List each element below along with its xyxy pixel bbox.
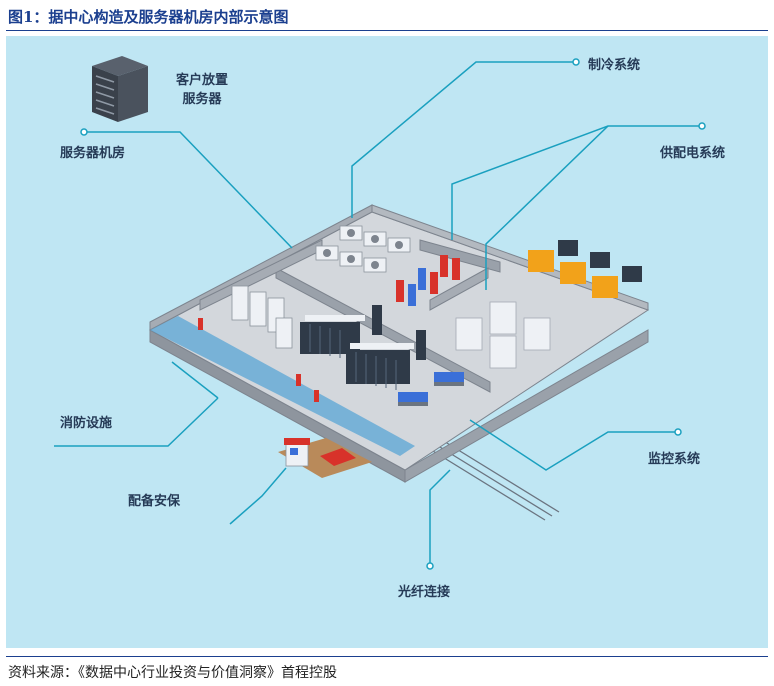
label-cooling-system: 制冷系统 [588, 58, 641, 73]
walkway [150, 316, 415, 456]
label-power-supply-system: 供配电系统 [660, 146, 726, 161]
callout-cooling [351, 61, 576, 218]
callout-server-room [84, 131, 293, 249]
source-divider [6, 656, 768, 657]
label-security: 配备安保 [128, 494, 181, 509]
building [148, 204, 650, 483]
label-server-room: 服务器机房 [60, 146, 126, 161]
fire-extinguishers [198, 318, 319, 402]
callout-security [229, 467, 287, 525]
callout-fire-1 [54, 397, 219, 447]
server-cage [231, 285, 293, 349]
callout-fire-2 [171, 361, 219, 399]
rack-stripes [309, 324, 397, 390]
label-customer-servers-line1: 客户放置 [176, 73, 229, 88]
security-booth [278, 438, 372, 478]
cooling-fans [323, 229, 403, 269]
callout-lines [54, 61, 702, 566]
callout-monitoring [469, 419, 678, 471]
label-monitoring-system: 监控系统 [648, 452, 701, 467]
callout-fiber [429, 469, 451, 566]
callout-power-1 [451, 125, 702, 240]
label-customer-servers-line2: 服务器 [182, 92, 222, 107]
callout-power-2 [485, 125, 609, 290]
server-tower-icon [92, 56, 148, 122]
figure-title: 图1：据中心构造及服务器机房内部示意图 [8, 8, 289, 26]
power-cabinets [396, 255, 460, 306]
callout-dots [80, 58, 706, 570]
monitoring-consoles [398, 372, 464, 406]
source-note: 资料来源：《数据中心行业投资与价值洞察》首程控股 [8, 665, 337, 681]
generators [528, 240, 642, 298]
label-fiber-connection: 光纤连接 [398, 585, 451, 600]
title-divider [6, 30, 768, 31]
partition-2 [419, 239, 501, 273]
building-base-front [404, 329, 649, 483]
partition-3 [429, 267, 489, 311]
label-fire-protection: 消防设施 [60, 416, 113, 431]
storage-boxes [455, 301, 551, 369]
label-customer-servers: 客户放置 服务器 [176, 69, 228, 107]
